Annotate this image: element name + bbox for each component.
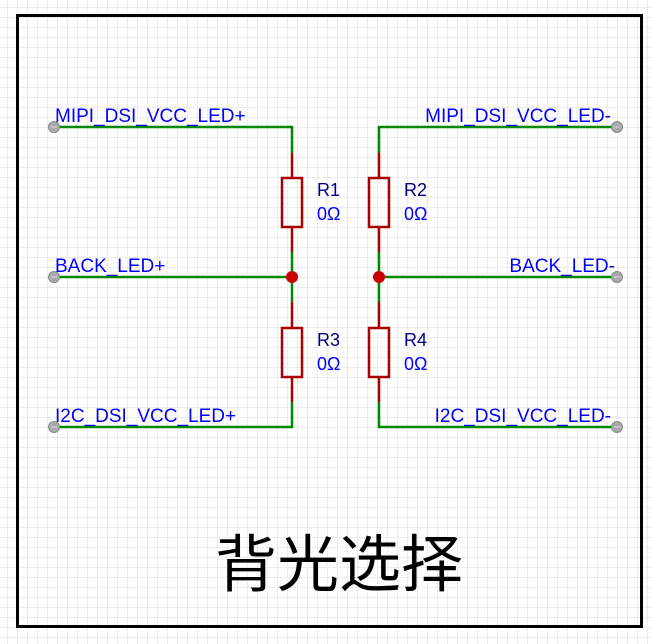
component-value: 0Ω [317,204,340,224]
net-label-back-led-plus[interactable]: BACK_LED+ [55,256,165,277]
net-port-left-mid[interactable] [48,271,60,283]
net-label-back-led-minus[interactable]: BACK_LED- [509,256,615,277]
resistor-r4[interactable]: R4 0Ω [367,302,427,402]
ref-designator: R3 [317,330,340,350]
sheet-title: 背光选择 [215,528,463,601]
net-port-left-top[interactable] [48,121,60,133]
wire[interactable] [377,125,617,153]
junction-dot [373,271,385,283]
resistor-body[interactable] [280,326,304,379]
resistor-body[interactable] [280,176,304,229]
ref-designator: R1 [317,180,340,200]
junction-dot [286,271,298,283]
resistor-r1[interactable]: R1 0Ω [280,153,340,252]
wire[interactable] [377,402,617,429]
component-value: 0Ω [404,354,427,374]
net-port-right-mid[interactable] [611,271,623,283]
net-i2c-dsi-vcc-led-minus[interactable] [377,402,617,429]
component-value: 0Ω [404,204,427,224]
net-mipi-dsi-vcc-led-plus[interactable] [55,125,294,153]
wire[interactable] [55,125,294,153]
ref-designator: R4 [404,330,427,350]
ref-designator: R2 [404,180,427,200]
net-port-left-bot[interactable] [48,421,60,433]
sheet-frame [16,14,643,628]
net-label-mipi-dsi-vcc-led-plus[interactable]: MIPI_DSI_VCC_LED+ [55,106,246,127]
resistor-body[interactable] [367,326,391,379]
net-port-right-bot[interactable] [611,421,623,433]
net-label-i2c-dsi-vcc-led-minus[interactable]: I2C_DSI_VCC_LED- [435,406,611,427]
net-mipi-dsi-vcc-led-minus[interactable] [377,125,617,153]
net-label-mipi-dsi-vcc-led-minus[interactable]: MIPI_DSI_VCC_LED- [425,106,611,127]
component-value: 0Ω [317,354,340,374]
net-label-i2c-dsi-vcc-led-plus[interactable]: I2C_DSI_VCC_LED+ [55,406,236,427]
net-port-right-top[interactable] [611,121,623,133]
wire[interactable] [55,402,294,429]
resistor-r3[interactable]: R3 0Ω [280,302,340,402]
resistor-body[interactable] [367,176,391,229]
net-i2c-dsi-vcc-led-plus[interactable] [55,402,294,429]
resistor-r2[interactable]: R2 0Ω [367,153,427,252]
